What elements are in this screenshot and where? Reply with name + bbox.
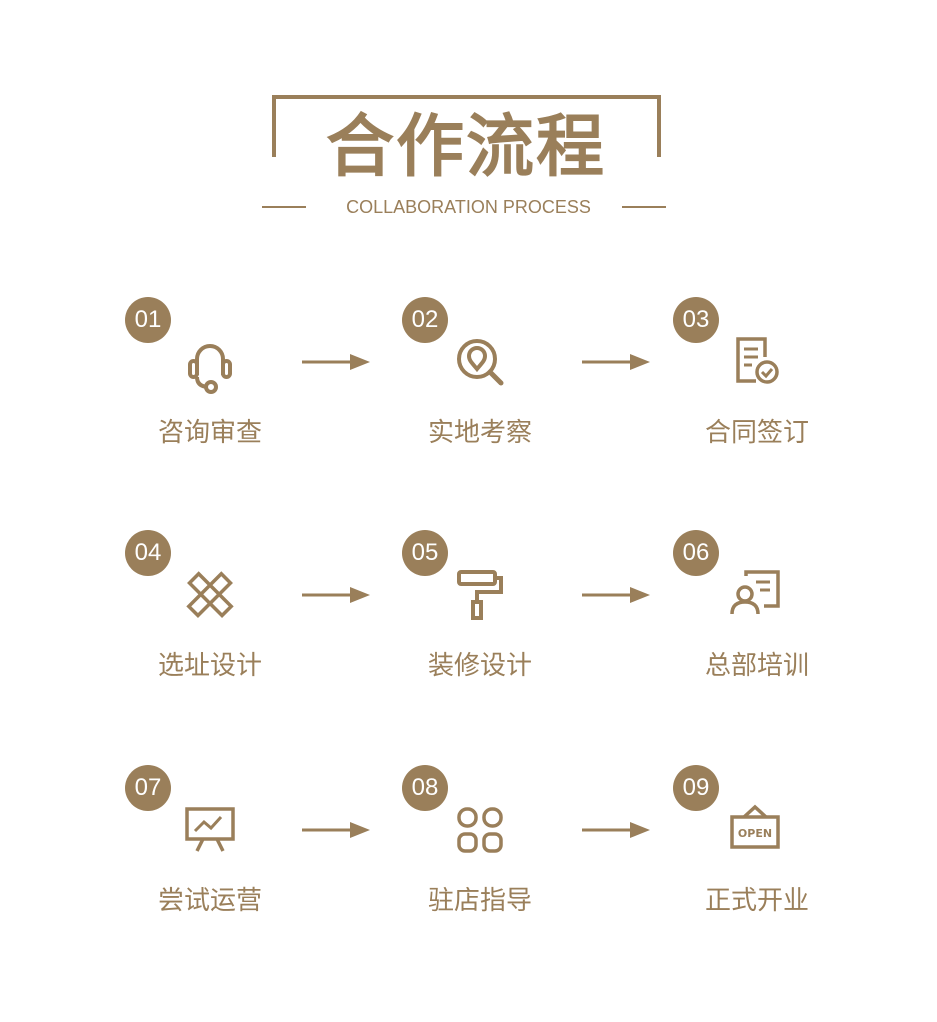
location-search-icon bbox=[445, 327, 515, 397]
step-number-badge: 02 bbox=[402, 297, 448, 343]
step-label: 合同签订 bbox=[704, 418, 809, 448]
step-label: 选址设计 bbox=[157, 651, 262, 681]
arrow-right-icon bbox=[582, 587, 650, 603]
headset-icon bbox=[175, 327, 245, 397]
title-frame bbox=[272, 95, 661, 157]
ruler-pencil-icon bbox=[175, 560, 245, 630]
open-sign-icon: OPEN bbox=[720, 795, 790, 865]
step-label: 驻店指导 bbox=[427, 886, 532, 916]
open-sign-text: OPEN bbox=[738, 827, 772, 840]
step-number-badge: 04 bbox=[125, 530, 171, 576]
presentation-chart-icon bbox=[175, 795, 245, 865]
step-number-badge: 09 bbox=[673, 765, 719, 811]
arrow-right-icon bbox=[302, 822, 370, 838]
page-subtitle: COLLABORATION PROCESS bbox=[346, 197, 591, 217]
arrow-right-icon bbox=[302, 354, 370, 370]
step-number-badge: 07 bbox=[125, 765, 171, 811]
step-label: 咨询审查 bbox=[157, 418, 262, 448]
page-title: 合作流程 bbox=[307, 112, 625, 184]
step-label: 实地考察 bbox=[427, 418, 532, 448]
divider-right bbox=[622, 206, 666, 208]
step-label: 装修设计 bbox=[427, 651, 532, 681]
divider-left bbox=[262, 206, 306, 208]
contract-check-icon bbox=[720, 327, 790, 397]
paint-roller-icon bbox=[445, 560, 515, 630]
step-label: 正式开业 bbox=[704, 886, 809, 916]
trainer-board-icon bbox=[720, 560, 790, 630]
step-label: 尝试运营 bbox=[157, 886, 262, 916]
step-number-badge: 03 bbox=[673, 297, 719, 343]
arrow-right-icon bbox=[582, 822, 650, 838]
step-number-badge: 08 bbox=[402, 765, 448, 811]
step-number-badge: 06 bbox=[673, 530, 719, 576]
arrow-right-icon bbox=[582, 354, 650, 370]
step-number-badge: 05 bbox=[402, 530, 448, 576]
step-label: 总部培训 bbox=[704, 651, 809, 681]
arrow-right-icon bbox=[302, 587, 370, 603]
step-number-badge: 01 bbox=[125, 297, 171, 343]
app-grid-icon bbox=[445, 795, 515, 865]
